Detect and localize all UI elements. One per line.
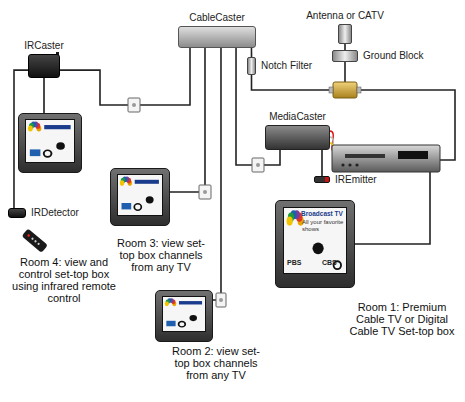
wall-plate <box>128 98 140 112</box>
set-top-box <box>332 145 440 172</box>
device-label: IREmitter <box>334 174 378 186</box>
set-top-slot <box>345 154 385 158</box>
coax-cable <box>321 150 323 176</box>
room-caption: Room 2: view set-top box channels from a… <box>166 345 266 381</box>
logo-bar <box>135 180 159 184</box>
coax-cable <box>213 48 221 300</box>
cbs-logo <box>134 204 141 210</box>
room-tv: Room 2: view set-top box channels from a… <box>155 290 213 342</box>
notch-filter: Notch Filter <box>247 57 256 75</box>
cablecaster-device: CableCaster <box>178 26 256 48</box>
splitter-port <box>357 87 361 93</box>
ground-block: Ground Block <box>332 50 358 62</box>
abc-logo <box>189 315 197 321</box>
mediacaster-device: MediaCaster <box>265 125 330 150</box>
device-label: IRCaster <box>23 40 64 52</box>
room-caption: Room 3: view set-top box channels from a… <box>111 237 211 273</box>
set-top-button <box>348 163 351 166</box>
tv-logos <box>118 175 162 215</box>
pbs-logo <box>166 321 175 326</box>
splitter <box>333 82 357 98</box>
wall-plate <box>252 158 264 172</box>
device-label: IRDetector <box>30 207 80 219</box>
cbs-logo <box>44 150 52 157</box>
abc-logo <box>56 142 65 150</box>
device-label: Antenna or CATV <box>305 10 385 22</box>
screen-text: All your favorite shows <box>302 219 346 233</box>
set-top-button <box>355 163 358 166</box>
pbs-logo <box>122 203 132 209</box>
ir-detector: IRDetector <box>8 208 26 218</box>
ircaster-device: IRCaster <box>28 54 60 78</box>
ir-emitter: IREmitter <box>314 176 330 183</box>
tv-screen <box>25 119 75 163</box>
set-top-display <box>398 151 428 159</box>
device-label: Notch Filter <box>260 60 313 72</box>
logo-bar <box>179 301 202 304</box>
abc-logo <box>146 196 154 203</box>
coax-cable <box>43 78 45 113</box>
device-label: MediaCaster <box>268 111 327 123</box>
room-tv: Room 3: view set-top box channels from a… <box>110 168 170 226</box>
screen-text: CBS <box>322 259 337 267</box>
coax-connector: Antenna or CATV <box>338 24 352 44</box>
cbs-logo <box>179 321 186 326</box>
tv-screen <box>117 174 163 216</box>
pbs-logo <box>30 149 41 156</box>
peacock-feather <box>120 180 124 186</box>
remote-control <box>22 228 48 252</box>
tv-logos <box>163 297 205 331</box>
splitter-port <box>329 87 333 93</box>
abc-logo <box>313 242 324 254</box>
screen-text: Broadcast TV <box>301 210 343 218</box>
peacock-feather <box>28 126 33 132</box>
peacock-feather <box>165 301 169 306</box>
coax-cable <box>60 48 190 105</box>
room-tv: Room 4: view and control set-top box usi… <box>18 113 82 173</box>
set-top-button <box>341 163 344 166</box>
peacock-feather <box>287 217 293 226</box>
coax-cable <box>251 48 253 57</box>
screen-text: PBS <box>287 259 301 267</box>
coax-cable <box>170 48 205 192</box>
wall-plate <box>216 293 226 307</box>
device-label: CableCaster <box>188 12 246 24</box>
room-caption: Room 1: Premium Cable TV or Digital Cabl… <box>344 301 460 337</box>
logo-bar <box>44 125 70 129</box>
wall-plate <box>199 185 211 199</box>
room-caption: Room 4: view and control set-top box usi… <box>5 256 123 304</box>
tv-logos <box>26 120 74 162</box>
device-label: Ground Block <box>362 50 425 62</box>
tv-screen <box>162 296 206 332</box>
